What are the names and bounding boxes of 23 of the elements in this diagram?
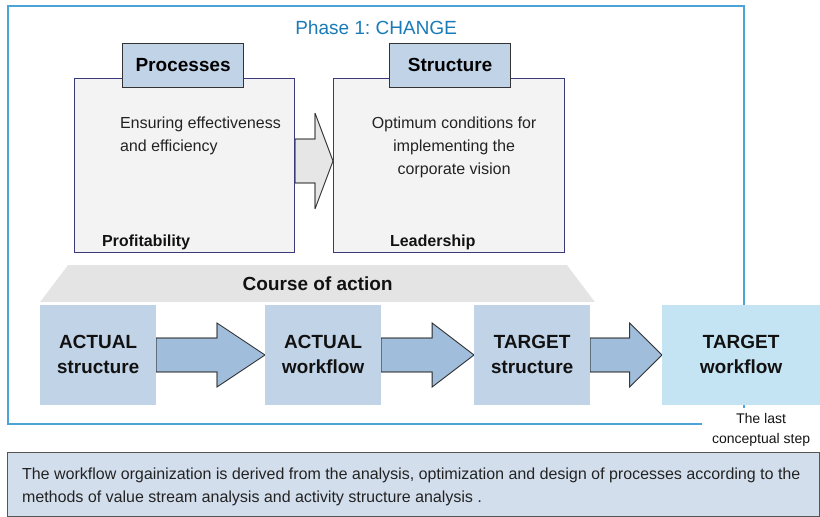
step-text: TARGET workflow xyxy=(698,331,784,380)
step-text: ACTUAL structure xyxy=(56,331,140,380)
block-arrow xyxy=(380,322,475,388)
step-box xyxy=(265,305,381,405)
heading-banner xyxy=(40,265,595,302)
block-arrow xyxy=(156,322,266,388)
card-text: Optimum conditions for implementing the corporate vision xyxy=(370,114,538,180)
step-text: TARGET structure xyxy=(490,331,574,380)
note-text: The workflow orgainization is derived from the analysis, optimization and design of processes according to the methods of value stream analysis and activity structure analysis . xyxy=(22,465,802,508)
step-box xyxy=(474,305,590,405)
card-footer: Profitability xyxy=(102,233,190,251)
step-text: ACTUAL workflow xyxy=(280,331,366,380)
block-arrow xyxy=(294,112,334,210)
banner-title: Course of action xyxy=(242,274,394,296)
note-box xyxy=(7,452,820,517)
step-box xyxy=(662,305,820,405)
card-footer: Leadership xyxy=(390,233,476,251)
card-text: Ensuring effectiveness and efficiency xyxy=(120,114,282,157)
phase-title: Phase 1: CHANGE xyxy=(294,18,458,40)
step-box xyxy=(40,305,156,405)
block-arrow xyxy=(590,322,663,388)
card-tab: Structure xyxy=(389,43,511,88)
card-tab: Processes xyxy=(122,43,244,88)
